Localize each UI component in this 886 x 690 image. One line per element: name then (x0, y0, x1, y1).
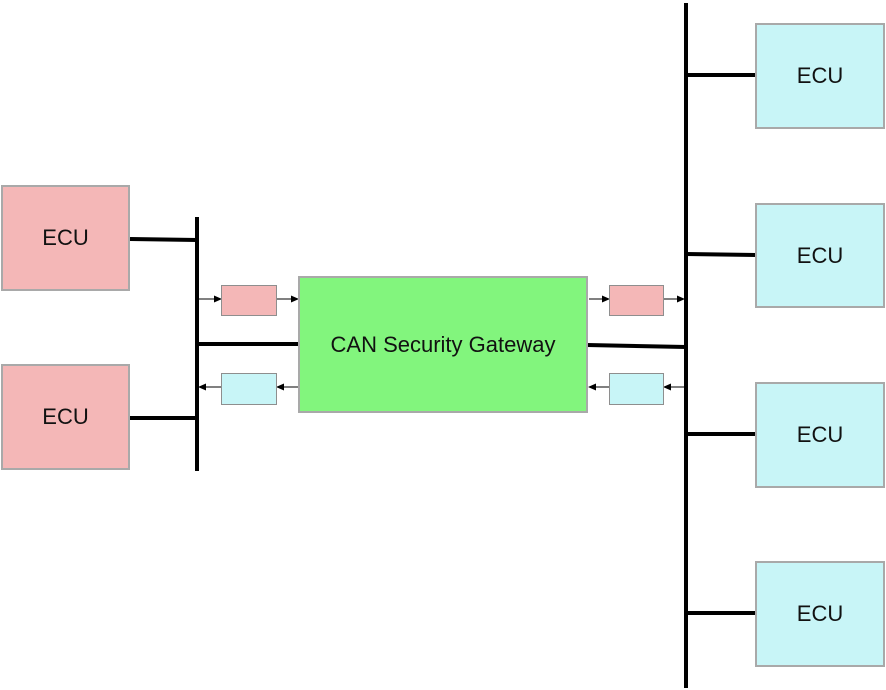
left-outbound-message-frame (221, 373, 277, 405)
gateway-label: CAN Security Gateway (330, 331, 556, 357)
left-ecu-2: ECU (1, 364, 130, 470)
left-inbound-message-frame (221, 285, 277, 316)
right-ecu-3-label: ECU (796, 422, 844, 447)
can-security-gateway: CAN Security Gateway (298, 276, 588, 413)
left-ecu-2-label: ECU (42, 404, 89, 429)
right-ecu-3: ECU (755, 382, 885, 488)
left-ecu-1-connector (129, 237, 198, 242)
left-ecu-1: ECU (1, 185, 130, 291)
right-ecu-2-connector (685, 252, 757, 257)
gateway-right-bus-link (586, 343, 687, 349)
right-ecu-1: ECU (755, 23, 885, 129)
right-ecu-4-label: ECU (796, 601, 844, 626)
right-inbound-message-frame (609, 373, 664, 405)
right-ecu-2-label: ECU (796, 242, 844, 268)
right-outbound-message-frame (609, 285, 664, 316)
right-ecu-1-label: ECU (796, 63, 844, 88)
left-ecu-1-label: ECU (42, 225, 89, 250)
right-ecu-4: ECU (755, 561, 885, 667)
right-ecu-2: ECU (755, 203, 885, 308)
